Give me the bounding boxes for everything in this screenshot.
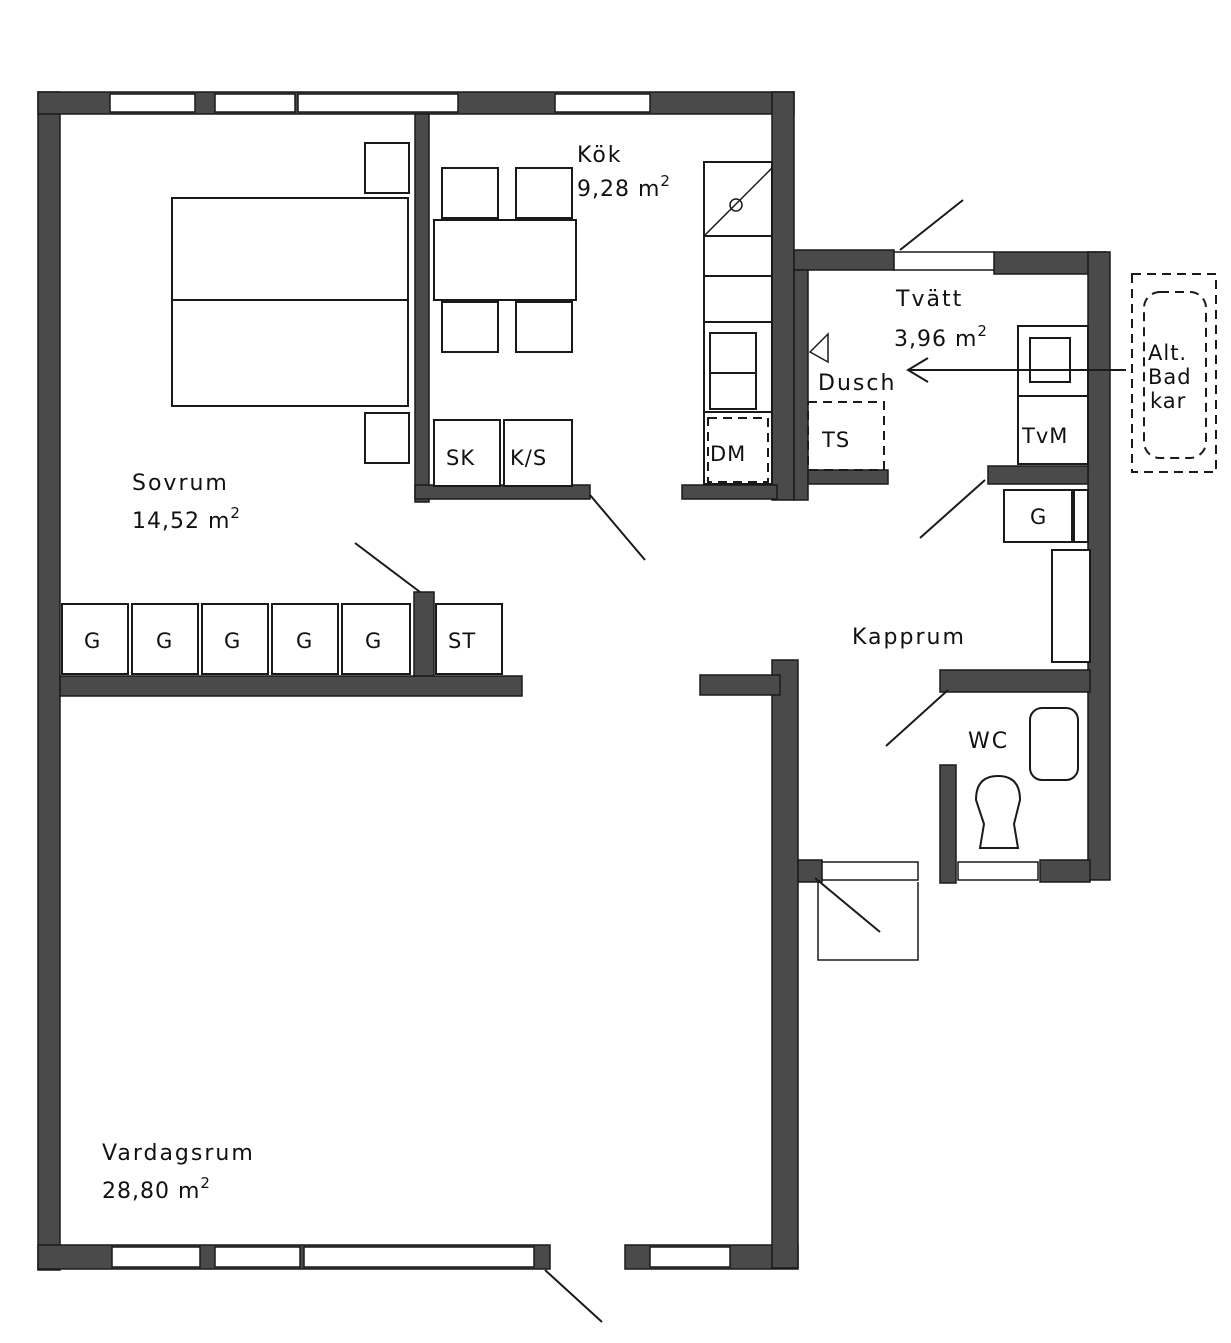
alt-bathtub-label: Bad [1148, 365, 1192, 389]
alt-bathtub-label: kar [1150, 389, 1186, 413]
kitchen-counter [703, 161, 773, 485]
hall-wardrobe-side [1073, 489, 1089, 543]
room-area-sovrum: 14,52 m2 [132, 504, 241, 534]
hall-shelf [1051, 549, 1091, 663]
washing-machine-label: TvM [1021, 424, 1068, 448]
shower-head-icon [808, 332, 829, 364]
alt-bathtub [1131, 273, 1217, 473]
room-area-kok: 9,28 m2 [577, 172, 671, 202]
room-name-dusch: Dusch [818, 371, 896, 396]
wardrobe-row [61, 591, 503, 677]
bed [171, 197, 409, 407]
alt-bathtub-label: Alt. [1148, 341, 1187, 365]
wardrobe-label: G [365, 629, 382, 653]
kitchen-cabinets [433, 419, 573, 487]
nightstand-top [364, 142, 410, 194]
toilet [974, 774, 1022, 849]
arrow-icon [906, 357, 1126, 383]
washing-machine [1017, 325, 1089, 465]
hall-wardrobe [1003, 489, 1073, 543]
room-name-wc: WC [968, 729, 1009, 754]
room-name-tvatt: Tvätt [895, 287, 963, 312]
room-name-kok: Kök [577, 143, 623, 168]
doors [354, 199, 986, 1323]
dryer-label: TS [821, 428, 850, 452]
sink [1029, 707, 1079, 781]
room-name-kapprum: Kapprum [852, 625, 966, 650]
room-name-sovrum: Sovrum [132, 471, 229, 496]
wardrobe-label: G [156, 629, 173, 653]
dishwasher-label: DM [710, 442, 746, 466]
hall-wardrobe-label: G [1030, 505, 1047, 529]
windows [109, 93, 1039, 1268]
dining-set [433, 167, 577, 353]
room-area-tvatt: 3,96 m2 [894, 322, 988, 352]
wardrobe-label: G [84, 629, 101, 653]
cabinet-sk-label: SK [446, 446, 475, 470]
wardrobe-label: G [296, 629, 313, 653]
nightstand-bottom [364, 412, 410, 464]
dryer-cabinet [807, 401, 885, 471]
storage-label: ST [448, 629, 476, 653]
cabinet-ks-label: K/S [510, 446, 547, 470]
wardrobe-label: G [224, 629, 241, 653]
room-area-vardagsrum: 28,80 m2 [102, 1174, 211, 1204]
room-name-vardagsrum: Vardagsrum [102, 1141, 255, 1166]
